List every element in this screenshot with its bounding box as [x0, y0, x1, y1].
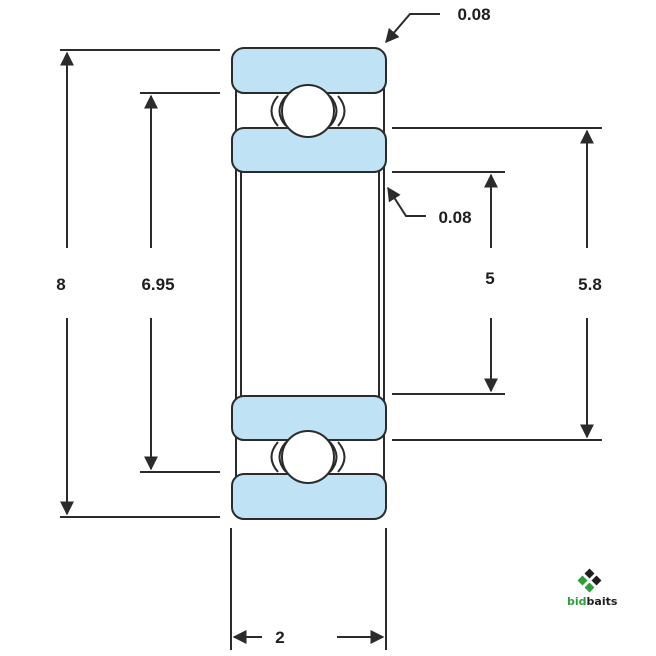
bidbaits-logo: bidbaits — [567, 568, 618, 608]
cage-right-arc-2 — [337, 95, 346, 127]
inner-chamfer-label: 0.08 — [438, 208, 471, 227]
cage-left-arc — [270, 95, 279, 127]
bottom-ball-assembly — [270, 430, 346, 484]
chamfer-leader-top — [385, 13, 440, 44]
top-ball-assembly — [270, 84, 346, 138]
logo-text: bidbaits — [567, 595, 618, 608]
width-label: 2 — [275, 628, 284, 647]
bottom-ball — [281, 430, 335, 484]
outer-diameter-label: 8 — [56, 275, 65, 294]
inner-race-outer-diameter-label: 5.8 — [578, 275, 602, 294]
cage-right-arc-2 — [337, 441, 346, 473]
top-ball — [281, 84, 335, 138]
outer-chamfer-label: 0.08 — [457, 5, 490, 24]
outer-race-inner-diameter-label: 6.95 — [141, 275, 174, 294]
chamfer-leader-inner — [387, 186, 426, 217]
dimension-lines — [60, 13, 602, 650]
bearing-cross-section — [231, 47, 387, 520]
logo-text-bid: bid — [567, 595, 587, 608]
bore-diameter-label: 5 — [485, 269, 494, 288]
logo-icon — [577, 568, 602, 593]
cage-left-arc — [270, 441, 279, 473]
dimension-labels: 8 6.95 5 5.8 2 0.08 0.08 — [56, 5, 602, 647]
logo-text-baits: baits — [587, 595, 618, 608]
